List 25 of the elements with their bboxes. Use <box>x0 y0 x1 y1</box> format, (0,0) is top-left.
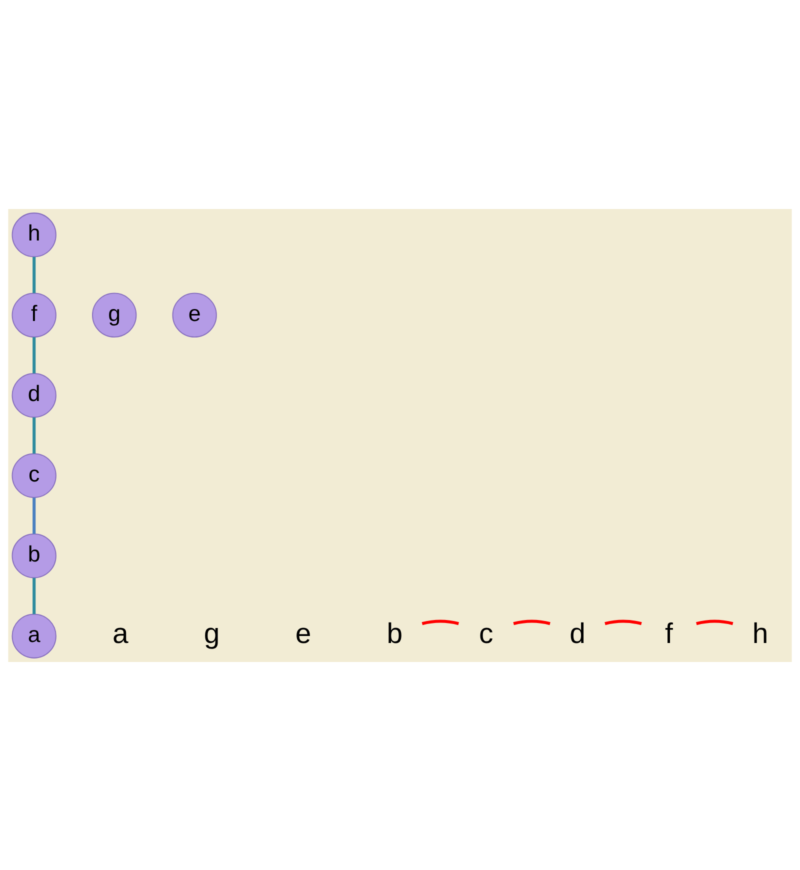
node-circle: e <box>172 292 217 337</box>
node-text: b <box>386 618 403 650</box>
node-text: c <box>478 618 494 650</box>
node-text: g <box>204 618 220 650</box>
node-text: a <box>112 618 128 650</box>
node-text: e <box>295 618 312 650</box>
node-text: f <box>664 618 673 650</box>
connector <box>513 619 550 625</box>
node-circle: d <box>12 372 56 418</box>
connector <box>422 619 459 625</box>
connector <box>32 497 36 534</box>
node-text: h <box>752 618 768 650</box>
node-circle: a <box>12 613 56 658</box>
node-text: d <box>570 618 586 650</box>
connector <box>32 256 36 293</box>
connector <box>696 619 734 625</box>
node-circle: f <box>12 292 56 337</box>
node-circle: b <box>12 533 56 578</box>
connector <box>604 619 642 625</box>
node-circle: g <box>92 292 137 337</box>
node-circle: h <box>12 212 56 257</box>
node-circle: c <box>12 452 56 498</box>
connector <box>32 577 36 614</box>
connector <box>32 416 36 454</box>
connector <box>32 336 36 373</box>
